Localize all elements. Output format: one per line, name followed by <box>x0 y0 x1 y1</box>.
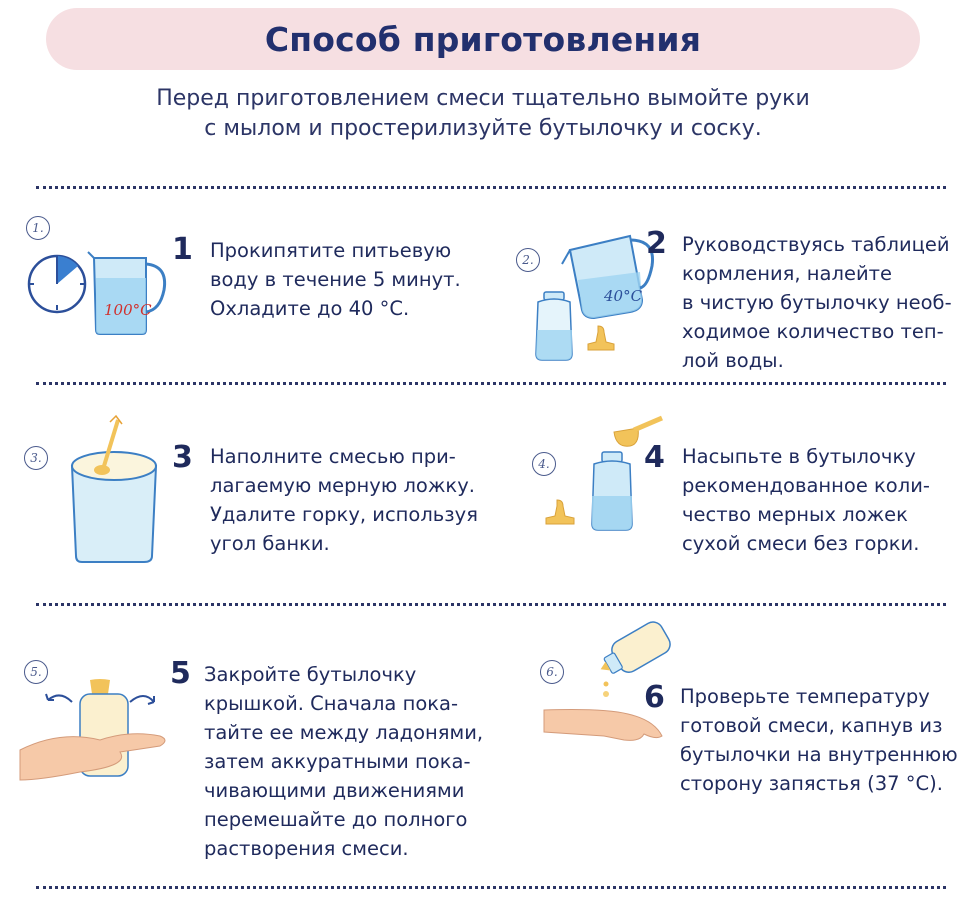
step-badge: 4. <box>532 452 556 476</box>
step-line: воду в течение 5 минут. <box>210 268 461 291</box>
step-line: кормления, налейте <box>682 262 892 285</box>
step-line: Проверьте температуру <box>680 685 930 708</box>
step-line: ходимое количество теп- <box>682 320 944 343</box>
step-number: 5 <box>170 656 191 691</box>
step-line: в чистую бутылочку необ- <box>682 291 952 314</box>
step-number: 1 <box>172 232 193 267</box>
bottle-icon <box>591 451 633 531</box>
step-badge: 1. <box>26 216 50 240</box>
step-text: Руководствуясь таблицей кормления, налей… <box>682 230 952 375</box>
step-text: Закройте бутылочку крышкой. Сначала пока… <box>204 660 483 863</box>
step-line: Прокипятите питьевую <box>210 239 452 262</box>
step-line: чивающими движениями <box>204 779 465 802</box>
timer-icon <box>27 254 87 314</box>
step-number: 2 <box>646 226 667 261</box>
title-banner: Способ приготовления <box>46 8 920 70</box>
step-line: Удалите горку, используя <box>210 503 478 526</box>
step-line: лой воды. <box>682 349 784 372</box>
step-text: Наполните смесью при- лагаемую мерную ло… <box>210 442 478 558</box>
dotted-separator <box>36 186 946 189</box>
scoop-icon <box>613 415 663 447</box>
step-line: Закройте бутылочку <box>204 663 417 686</box>
dotted-separator <box>36 603 946 606</box>
tilted-bottle-icon <box>600 621 671 674</box>
step-line: готовой смеси, капнув из <box>680 714 943 737</box>
step-line: угол банки. <box>210 532 330 555</box>
bottle-icon <box>535 291 573 361</box>
intro-line-1: Перед приготовлением смеси тщательно вым… <box>156 86 810 111</box>
step-badge: 6. <box>540 660 564 684</box>
step-line: чество мерных ложек <box>682 503 908 526</box>
step-number: 4 <box>644 440 665 475</box>
step-line: бутылочки на внутреннюю <box>680 743 958 766</box>
formula-can-icon <box>70 414 158 563</box>
step-line: тайте ее между ладонями, <box>204 721 484 744</box>
step-line: лагаемую мерную ложку. <box>210 474 475 497</box>
drop-icon <box>603 681 609 697</box>
step-line: рекомендованное коли- <box>682 474 930 497</box>
step-badge: 5. <box>24 660 48 684</box>
nipple-icon <box>587 325 615 351</box>
intro-text: Перед приготовлением смеси тщательно вым… <box>60 84 906 144</box>
step-line: перемешайте до полного <box>204 808 468 831</box>
step-line: Руководствуясь таблицей <box>682 233 950 256</box>
intro-line-2: с мылом и простерилизуйте бутылочку и со… <box>204 116 762 141</box>
step-line: растворения смеси. <box>204 837 409 860</box>
step-number: 3 <box>172 440 193 475</box>
step-line: Охладите до 40 °C. <box>210 297 410 320</box>
step-line: крышкой. Сначала пока- <box>204 692 459 715</box>
step-text: Проверьте температуру готовой смеси, кап… <box>680 682 958 798</box>
step-line: Насыпьте в бутылочку <box>682 445 916 468</box>
kettle-icon <box>87 251 167 335</box>
svg-text:40°C: 40°C <box>603 287 643 305</box>
jug-temp-label: 40°C <box>603 287 643 305</box>
rolling-bottle-icon <box>19 679 166 781</box>
svg-text:100°C: 100°C <box>104 301 152 319</box>
jug-icon <box>561 234 655 320</box>
page-title: Способ приготовления <box>264 19 702 59</box>
wrist-icon <box>543 709 663 741</box>
step-number: 6 <box>644 680 665 715</box>
step-text: Прокипятите питьевую воду в течение 5 ми… <box>210 236 461 323</box>
dotted-separator <box>36 382 946 385</box>
kettle-temp-label: 100°C <box>104 301 152 319</box>
step-line: затем аккуратными пока- <box>204 750 471 773</box>
step-line: сторону запястья (37 °C). <box>680 772 943 795</box>
step-badge: 2. <box>516 248 540 272</box>
dotted-separator <box>36 886 946 889</box>
step-line: сухой смеси без горки. <box>682 532 920 555</box>
step-line: Наполните смесью при- <box>210 445 456 468</box>
step-badge: 3. <box>24 446 48 470</box>
step-text: Насыпьте в бутылочку рекомендованное кол… <box>682 442 930 558</box>
nipple-icon <box>545 499 575 525</box>
